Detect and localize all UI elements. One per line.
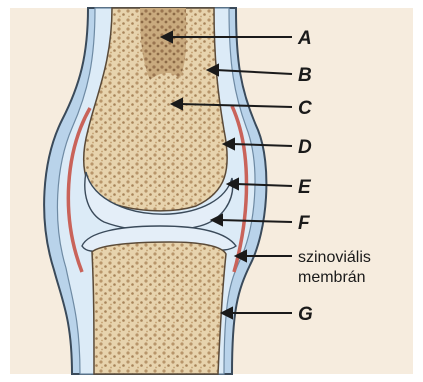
lower-bone (92, 242, 226, 374)
label-membrane-line1: szinoviális (298, 249, 371, 266)
label-e: E (298, 177, 312, 198)
label-g: G (298, 304, 313, 325)
label-a: A (297, 28, 312, 49)
label-c: C (298, 98, 312, 119)
label-membrane-line2: membrán (298, 269, 366, 286)
label-b: B (298, 65, 312, 86)
medullary-cavity (140, 8, 186, 80)
label-d: D (298, 137, 312, 158)
label-f: F (298, 213, 311, 234)
